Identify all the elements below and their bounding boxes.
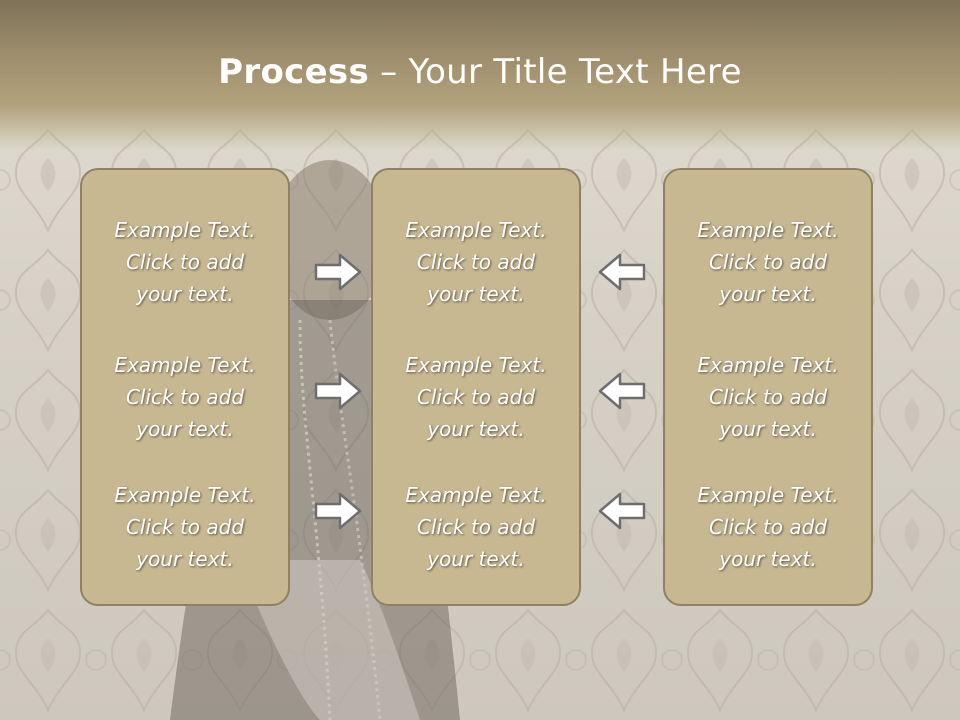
text-line: Example Text. xyxy=(405,483,547,507)
text-block[interactable]: Example Text. Click to add your text. xyxy=(82,214,288,310)
right-arrow-icon xyxy=(314,372,362,410)
text-line: Click to add xyxy=(416,250,536,274)
process-box-left[interactable]: Example Text. Click to add your text. Ex… xyxy=(80,168,290,606)
text-line: your text. xyxy=(719,282,817,306)
right-arrow-icon xyxy=(314,492,362,530)
text-line: Click to add xyxy=(416,385,536,409)
text-line: Click to add xyxy=(416,515,536,539)
text-block[interactable]: Example Text. Click to add your text. xyxy=(373,349,579,445)
text-line: your text. xyxy=(136,417,234,441)
text-line: your text. xyxy=(427,417,525,441)
slide-title[interactable]: Process – Your Title Text Here xyxy=(0,52,960,92)
text-block[interactable]: Example Text. Click to add your text. xyxy=(373,479,579,575)
text-line: Example Text. xyxy=(114,218,256,242)
text-block[interactable]: Example Text. Click to add your text. xyxy=(665,479,871,575)
text-line: Example Text. xyxy=(697,218,839,242)
text-block[interactable]: Example Text. Click to add your text. xyxy=(665,214,871,310)
left-arrow-icon xyxy=(598,372,646,410)
text-line: Example Text. xyxy=(405,218,547,242)
process-box-right[interactable]: Example Text. Click to add your text. Ex… xyxy=(663,168,873,606)
text-line: your text. xyxy=(427,282,525,306)
text-block[interactable]: Example Text. Click to add your text. xyxy=(373,214,579,310)
text-line: Click to add xyxy=(125,250,245,274)
text-block[interactable]: Example Text. Click to add your text. xyxy=(665,349,871,445)
text-line: Click to add xyxy=(125,385,245,409)
text-line: Click to add xyxy=(708,250,828,274)
text-line: Example Text. xyxy=(114,483,256,507)
text-line: your text. xyxy=(427,547,525,571)
text-line: your text. xyxy=(136,282,234,306)
left-arrow-icon xyxy=(598,253,646,291)
right-arrow-icon xyxy=(314,253,362,291)
text-line: Example Text. xyxy=(697,353,839,377)
process-box-center[interactable]: Example Text. Click to add your text. Ex… xyxy=(371,168,581,606)
text-line: Click to add xyxy=(125,515,245,539)
text-line: Click to add xyxy=(708,385,828,409)
text-line: Click to add xyxy=(708,515,828,539)
text-line: your text. xyxy=(719,417,817,441)
text-line: Example Text. xyxy=(697,483,839,507)
slide-title-rest: – Your Title Text Here xyxy=(369,52,742,92)
text-line: your text. xyxy=(136,547,234,571)
text-block[interactable]: Example Text. Click to add your text. xyxy=(82,479,288,575)
text-line: Example Text. xyxy=(114,353,256,377)
left-arrow-icon xyxy=(598,492,646,530)
slide-title-bold: Process xyxy=(218,52,370,92)
title-band xyxy=(0,0,960,150)
text-block[interactable]: Example Text. Click to add your text. xyxy=(82,349,288,445)
text-line: your text. xyxy=(719,547,817,571)
text-line: Example Text. xyxy=(405,353,547,377)
